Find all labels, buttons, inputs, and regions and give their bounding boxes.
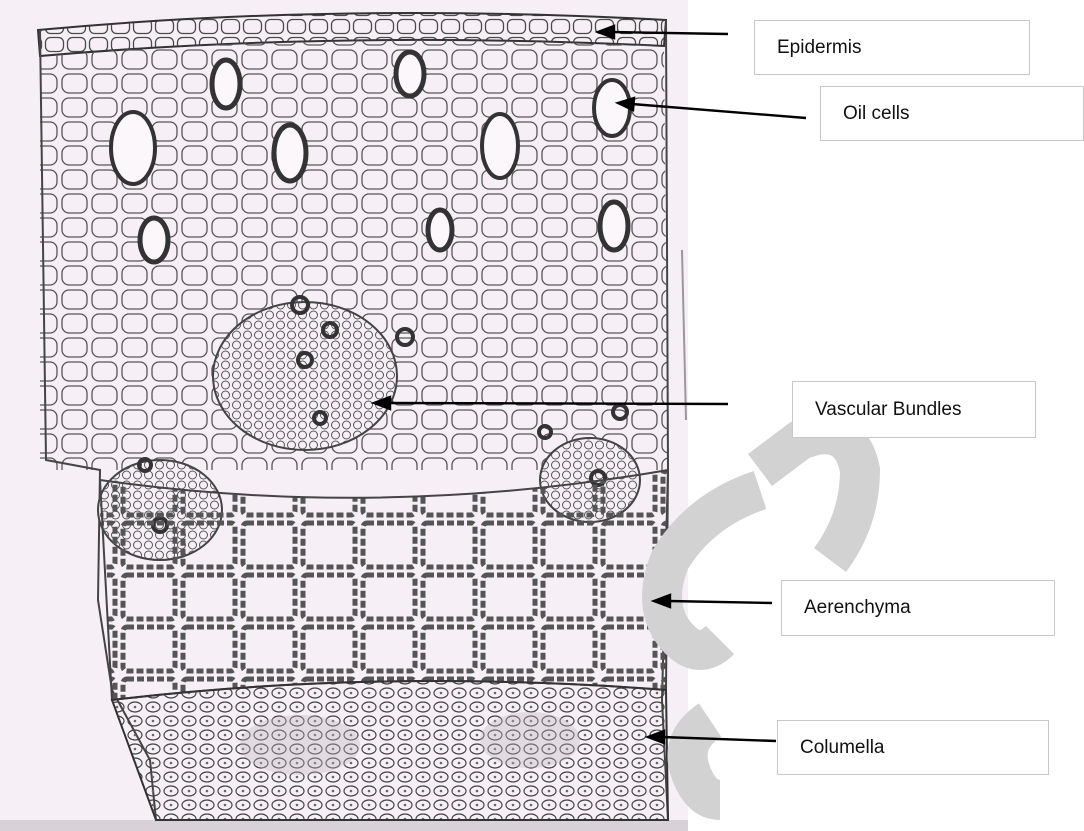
label-vascular-bundles: Vascular Bundles	[792, 381, 1036, 438]
label-epidermis-text: Epidermis	[777, 37, 861, 59]
columella-region	[112, 681, 668, 820]
label-columella-text: Columella	[800, 737, 884, 759]
label-epidermis: Epidermis	[754, 20, 1030, 75]
label-oil-cells-text: Oil cells	[843, 103, 910, 125]
label-vascular-bundles-text: Vascular Bundles	[815, 399, 961, 421]
label-oil-cells: Oil cells	[820, 86, 1084, 141]
label-aerenchyma: Aerenchyma	[781, 580, 1055, 636]
aerenchyma-region	[100, 470, 668, 700]
label-columella: Columella	[777, 720, 1049, 775]
tissue-section	[38, 13, 668, 820]
label-aerenchyma-text: Aerenchyma	[804, 597, 911, 619]
